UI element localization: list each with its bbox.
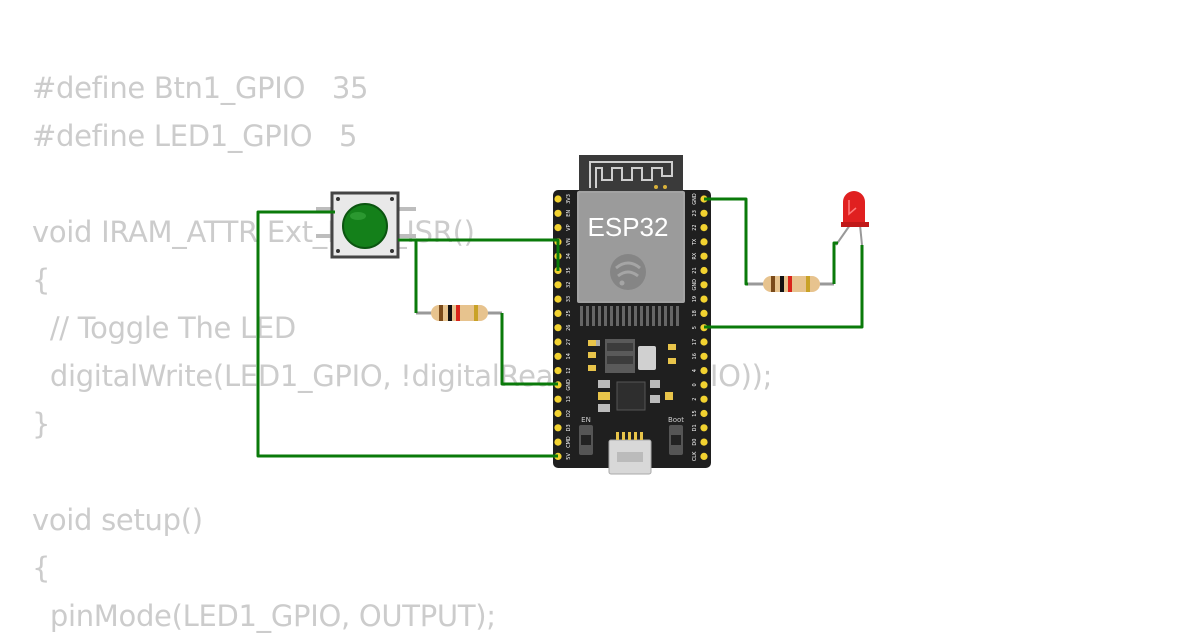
left-header-pin-label: 26	[566, 325, 572, 331]
left-header-pin[interactable]	[554, 309, 562, 317]
en-label: EN	[581, 416, 591, 424]
right-header-pin-label: 22	[692, 224, 698, 230]
left-header-pin-label: 33	[566, 296, 572, 302]
left-header-pin-label: 34	[566, 253, 572, 259]
code-line: void setup()	[32, 503, 203, 537]
code-line: {	[32, 551, 51, 585]
left-header-pin[interactable]	[554, 409, 562, 418]
left-header-pin-label: 13	[566, 396, 572, 402]
button-cap[interactable]	[342, 203, 388, 249]
right-header-pin[interactable]	[700, 281, 708, 289]
code-line: #define Btn1_GPIO 35	[32, 71, 369, 105]
left-header-pin-label: 12	[566, 367, 572, 373]
left-header-pin[interactable]	[554, 324, 562, 332]
code-line: // Toggle The LED	[32, 311, 296, 345]
resistor-led[interactable]	[748, 276, 834, 292]
right-header-pin[interactable]	[700, 309, 708, 317]
right-header-pin-label: 17	[692, 339, 698, 345]
right-header-pin-label: 4	[692, 369, 698, 372]
left-header-pin-label: D3	[566, 424, 572, 431]
right-header-pin[interactable]	[700, 266, 708, 275]
right-header-pin-label: D0	[692, 439, 698, 446]
right-header-pin-label: CLK	[692, 451, 698, 461]
right-header-pin[interactable]	[700, 452, 708, 460]
left-header-pin-label: 3V3	[566, 194, 572, 204]
wire-resistor-gnd[interactable]	[500, 313, 558, 386]
wire-gnd-resistor[interactable]	[704, 197, 748, 286]
right-header-pin-label: D1	[692, 424, 698, 431]
right-header-pin[interactable]	[700, 238, 708, 246]
right-header-pin[interactable]	[700, 295, 708, 303]
left-header-pin-label: 14	[566, 353, 572, 359]
left-header-pin-label: VN	[566, 238, 572, 245]
left-header-pin[interactable]	[554, 395, 562, 403]
board-name: ESP32	[588, 212, 669, 242]
right-header-pin[interactable]	[700, 252, 708, 260]
right-header-pin-label: RX	[692, 252, 698, 259]
wire-led-gpio5[interactable]	[704, 245, 864, 329]
right-header-pin-label: 23	[692, 210, 698, 216]
push-button[interactable]	[316, 191, 416, 259]
left-header-pin-label: 5V	[566, 453, 572, 460]
left-header-pin[interactable]	[554, 195, 562, 203]
left-header-pin[interactable]	[554, 338, 562, 346]
left-header-pin[interactable]	[554, 209, 562, 217]
left-header-pin-label: EN	[566, 210, 572, 217]
left-header-pin[interactable]	[554, 367, 562, 375]
left-header-pin-label: 25	[566, 310, 572, 316]
boot-label: Boot	[668, 416, 684, 424]
left-header-pin[interactable]	[554, 295, 562, 303]
right-header-pin[interactable]	[700, 409, 708, 418]
right-header-pin[interactable]	[700, 209, 708, 217]
right-header-pin-label: 19	[692, 296, 698, 302]
code-line: {	[32, 263, 51, 297]
left-header-pin-label: D2	[566, 410, 572, 417]
right-header-pin[interactable]	[700, 224, 708, 232]
right-header-pin-label: GND	[692, 193, 698, 205]
right-header-pin[interactable]	[700, 424, 708, 432]
code-line: pinMode(LED1_GPIO, OUTPUT);	[32, 599, 496, 633]
left-header-pin[interactable]	[554, 352, 562, 360]
usb-uart-chip	[616, 381, 646, 411]
left-header-pin-label: CMD	[566, 436, 572, 448]
left-header-pin-label: 27	[566, 339, 572, 345]
right-header-pin[interactable]	[700, 338, 708, 346]
right-header-pin[interactable]	[700, 367, 708, 375]
resistor-button[interactable]	[416, 305, 502, 321]
wire-button-gpio35[interactable]	[398, 238, 560, 271]
left-header-pin[interactable]	[554, 281, 562, 289]
right-header-pin-label: TX	[692, 238, 698, 246]
right-header-pin-label: 15	[692, 410, 698, 416]
wires	[256, 197, 864, 458]
code-line: #define LED1_GPIO 5	[32, 119, 358, 153]
right-header-pin[interactable]	[700, 395, 708, 403]
right-header-pin-label: 16	[692, 353, 698, 359]
right-header-pin-label: 18	[692, 310, 698, 316]
left-header-pin[interactable]	[554, 438, 562, 446]
right-header-pin-label: 21	[692, 267, 698, 273]
espressif-logo	[610, 254, 646, 290]
code-line: }	[32, 407, 51, 441]
left-header-pin-label: 35	[566, 267, 572, 273]
right-header-pin[interactable]	[700, 381, 708, 389]
right-header-pin[interactable]	[700, 438, 708, 446]
left-header-pin-label: 32	[566, 282, 572, 288]
esp32-board[interactable]: ESP32	[553, 155, 711, 475]
left-header-pin-label: VP	[566, 224, 572, 230]
right-header-pin[interactable]	[700, 352, 708, 360]
left-header-pin[interactable]	[554, 224, 562, 232]
left-header-pin[interactable]	[554, 424, 562, 432]
wire-button-5v[interactable]	[256, 210, 558, 458]
left-header-pin-label: GND	[566, 379, 572, 391]
antenna-trace	[589, 161, 673, 188]
right-header-pin-label: 2	[692, 398, 698, 401]
right-header-pin-label: GND	[692, 279, 698, 291]
wire-resistor-led[interactable]	[832, 241, 838, 284]
usb-pins	[616, 432, 643, 440]
right-header-pin-label: 5	[692, 326, 698, 329]
capacitor	[638, 346, 656, 370]
red-led[interactable]	[835, 191, 869, 246]
right-header-pin-label: 0	[692, 383, 698, 386]
